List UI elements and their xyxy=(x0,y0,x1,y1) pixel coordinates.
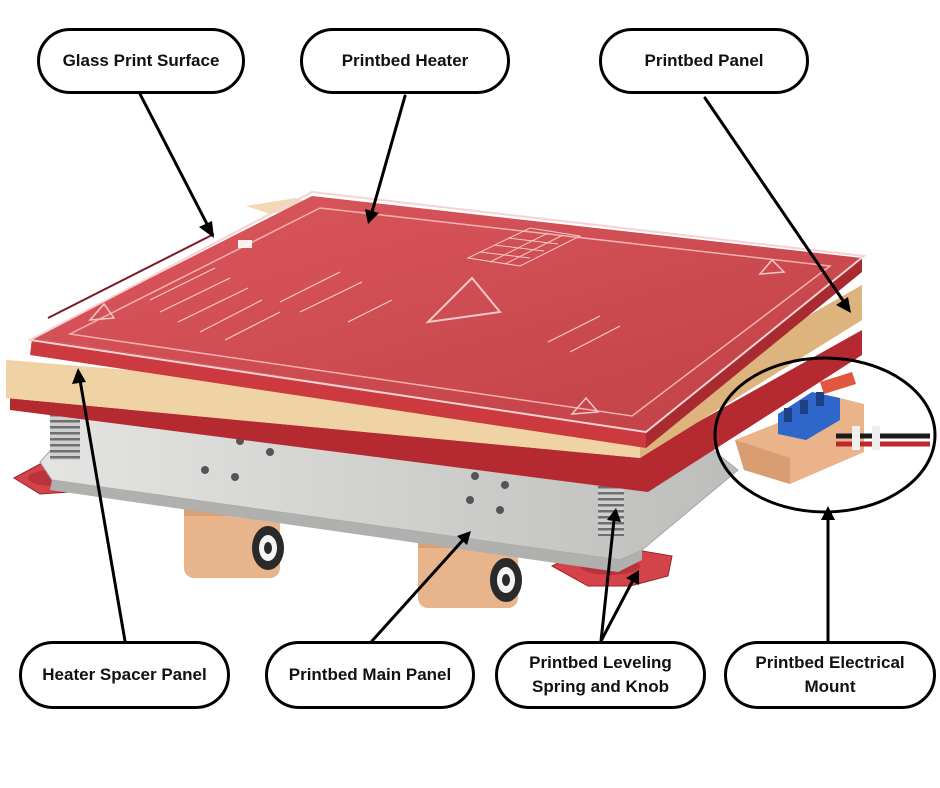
leveling-spring-left xyxy=(50,414,80,460)
glass-surface-shape xyxy=(26,190,867,434)
leveling-spring-right xyxy=(598,484,624,536)
leader-printbed-panel xyxy=(703,96,846,304)
label-printbed-main-panel-text: Printbed Main Panel xyxy=(288,665,452,684)
leader-leveling-knob xyxy=(599,580,634,643)
label-printbed-heater: Printbed Heater xyxy=(300,28,510,94)
label-printbed-panel: Printbed Panel xyxy=(599,28,809,94)
label-heater-spacer-panel: Heater Spacer Panel xyxy=(19,641,230,709)
label-printbed-main-panel: Printbed Main Panel xyxy=(265,641,475,709)
leader-arrowheads xyxy=(72,209,851,585)
leader-leveling-spring xyxy=(599,518,616,643)
leader-lines xyxy=(78,92,846,643)
heater-top-shape xyxy=(30,196,862,448)
leader-printbed-heater xyxy=(370,94,407,214)
label-printbed-leveling-line2: Spring and Knob xyxy=(532,677,669,696)
label-printbed-electrical-line1: Printbed Electrical xyxy=(755,653,905,672)
label-printbed-leveling-line1: Printbed Leveling xyxy=(529,653,672,672)
electrical-mount-shape xyxy=(735,372,930,484)
label-printbed-panel-text: Printbed Panel xyxy=(644,51,764,70)
leader-heater-spacer-panel xyxy=(78,378,127,643)
label-printbed-electrical-mount: Printbed Electrical Mount xyxy=(724,641,936,709)
leader-printbed-main-panel xyxy=(370,538,465,643)
label-glass-print-surface-text: Glass Print Surface xyxy=(62,51,220,70)
label-glass-print-surface: Glass Print Surface xyxy=(37,28,245,94)
label-printbed-heater-text: Printbed Heater xyxy=(341,51,469,70)
label-heater-spacer-panel-text: Heater Spacer Panel xyxy=(42,665,207,684)
leader-glass-print-surface xyxy=(138,92,210,228)
label-printbed-leveling: Printbed Leveling Spring and Knob xyxy=(495,641,706,709)
label-printbed-electrical-line2: Mount xyxy=(804,677,856,696)
